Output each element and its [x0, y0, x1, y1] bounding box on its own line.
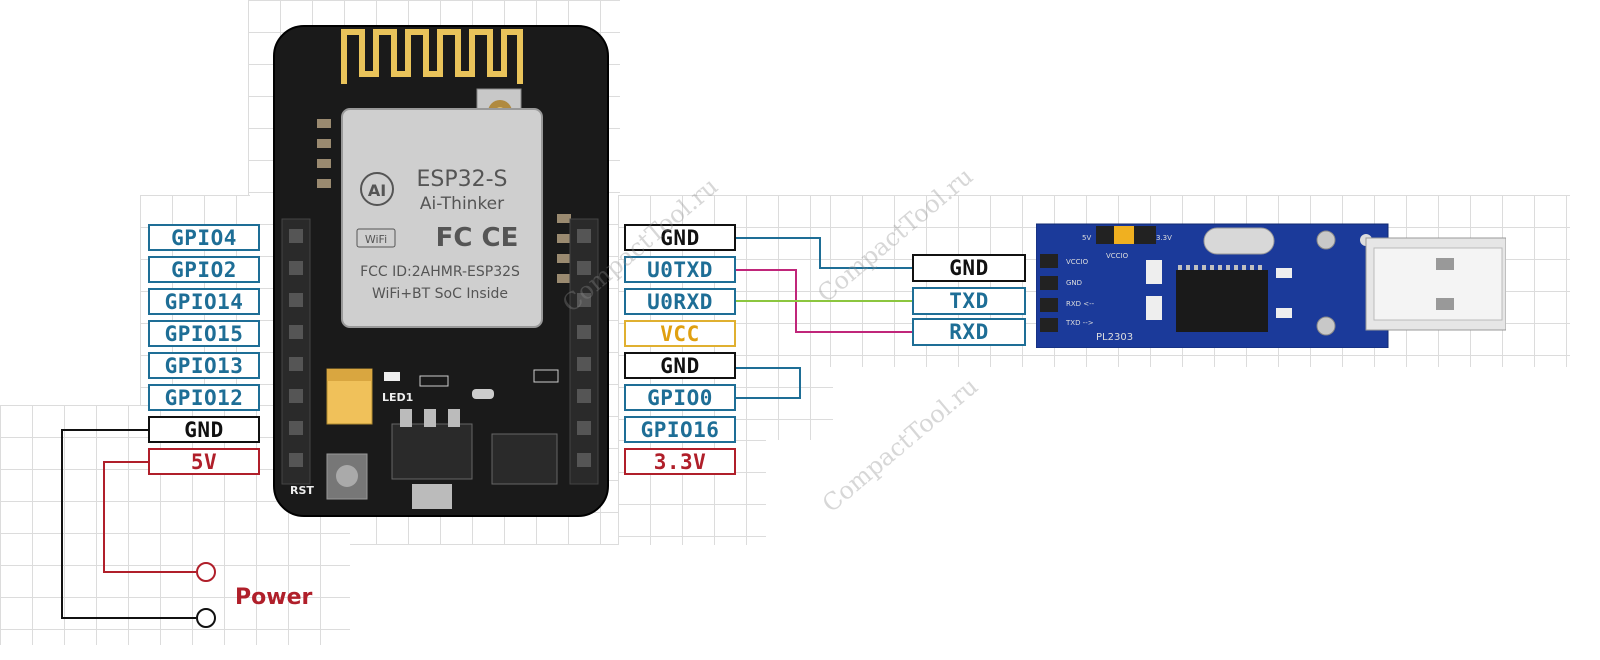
pin-label-gnd-right-top: GND [624, 224, 736, 251]
power-terminal-negative [196, 608, 216, 628]
usb-pin-label-rxd: RXD [912, 318, 1026, 346]
jumper-3v3-label: 3.3V [1156, 234, 1172, 242]
fcc-id-text: FCC ID:2AHMR-ESP32S [360, 264, 520, 280]
pin-label-gpio2: GPIO2 [148, 256, 260, 283]
rst-label-text: RST [290, 484, 314, 497]
pin-label-gpio15: GPIO15 [148, 320, 260, 347]
usb-side-label-txd: TXD --> [1065, 319, 1094, 327]
pin-label-gpio0: GPIO0 [624, 384, 736, 411]
usb-pin-label-gnd: GND [912, 254, 1026, 282]
pin-label-u0txd: U0TXD [624, 256, 736, 283]
power-terminal-positive [196, 562, 216, 582]
pin-label-5v: 5V [148, 448, 260, 475]
power-label: Power [235, 585, 313, 610]
grid-background-power [0, 405, 350, 645]
pin-label-gpio4: GPIO4 [148, 224, 260, 251]
jumper-5v-label: 5V [1082, 234, 1091, 242]
pin-label-gpio14: GPIO14 [148, 288, 260, 315]
pin-label-vcc: VCC [624, 320, 736, 347]
usb-side-label-gnd: GND [1066, 279, 1082, 287]
module-name-text: ESP32-S [416, 167, 507, 192]
chip-label-text: PL2303 [1096, 332, 1133, 343]
jumper-vccio-label: VCCIO [1106, 252, 1129, 260]
usb-pin-label-txd: TXD [912, 287, 1026, 315]
pin-label-gnd-right-mid: GND [624, 352, 736, 379]
usb-uart-adapter: VCCIO GND RXD <-- TXD --> 5V VCCIO 3.3V … [1036, 223, 1506, 348]
pin-label-3v3: 3.3V [624, 448, 736, 475]
pin-label-gpio13: GPIO13 [148, 352, 260, 379]
wifi-logo-text: WiFi [365, 233, 387, 246]
pin-label-gpio12: GPIO12 [148, 384, 260, 411]
pin-label-gnd-left: GND [148, 416, 260, 443]
pin-label-u0rxd: U0RXD [624, 288, 736, 315]
pin-label-gpio16: GPIO16 [624, 416, 736, 443]
led-label-text: LED1 [382, 391, 413, 404]
usb-side-label-rxd: RXD <-- [1066, 300, 1095, 308]
svg-text:AI: AI [368, 181, 386, 200]
module-tagline-text: WiFi+BT SoC Inside [372, 286, 508, 302]
module-brand-text: Ai-Thinker [420, 194, 504, 214]
fcc-ce-mark: FC CE [436, 223, 519, 253]
esp32-cam-board: AI WiFi ESP32-S Ai-Thinker FC CE FCC ID:… [273, 25, 609, 517]
usb-side-label-vccio: VCCIO [1066, 258, 1089, 266]
